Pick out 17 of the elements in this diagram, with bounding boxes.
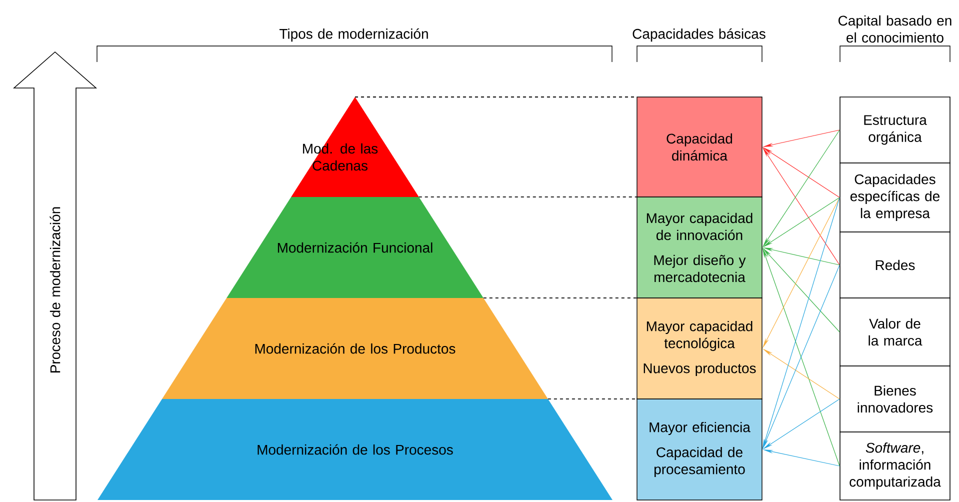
capital-box: Valor de la marca bbox=[840, 298, 950, 366]
capability-box: Mayor capacidad de innovación Mejor diseño y mercadotecnia bbox=[636, 196, 762, 298]
capability-box: Mayor capacidad tecnológica Nuevos productos bbox=[636, 298, 762, 400]
capital-box: Estructura orgánica bbox=[840, 96, 950, 164]
pyramid-band: Modernización de los Productos bbox=[162, 298, 548, 399]
column-heading: Tipos de modernización bbox=[279, 28, 428, 42]
capital-box: Software, información computarizada bbox=[840, 432, 950, 500]
column-heading: Capital basado en el conocimiento bbox=[838, 15, 952, 43]
capability-box: Capacidad dinámica bbox=[636, 96, 762, 198]
capability-box: Mayor eficiencia Capacidad de procesamiento bbox=[636, 398, 762, 500]
column-heading: Capacidades básicas bbox=[632, 28, 766, 42]
pyramid-band: Modernización Funcional bbox=[226, 196, 484, 298]
pyramid-band: Modernización de los Procesos bbox=[98, 398, 612, 500]
capital-box: Redes bbox=[840, 232, 950, 298]
capital-box: Bienes innovadores bbox=[840, 366, 950, 432]
axis-label: Proceso de modernización bbox=[50, 207, 60, 372]
capital-box: Capacidades específicas de la empresa bbox=[840, 162, 950, 232]
